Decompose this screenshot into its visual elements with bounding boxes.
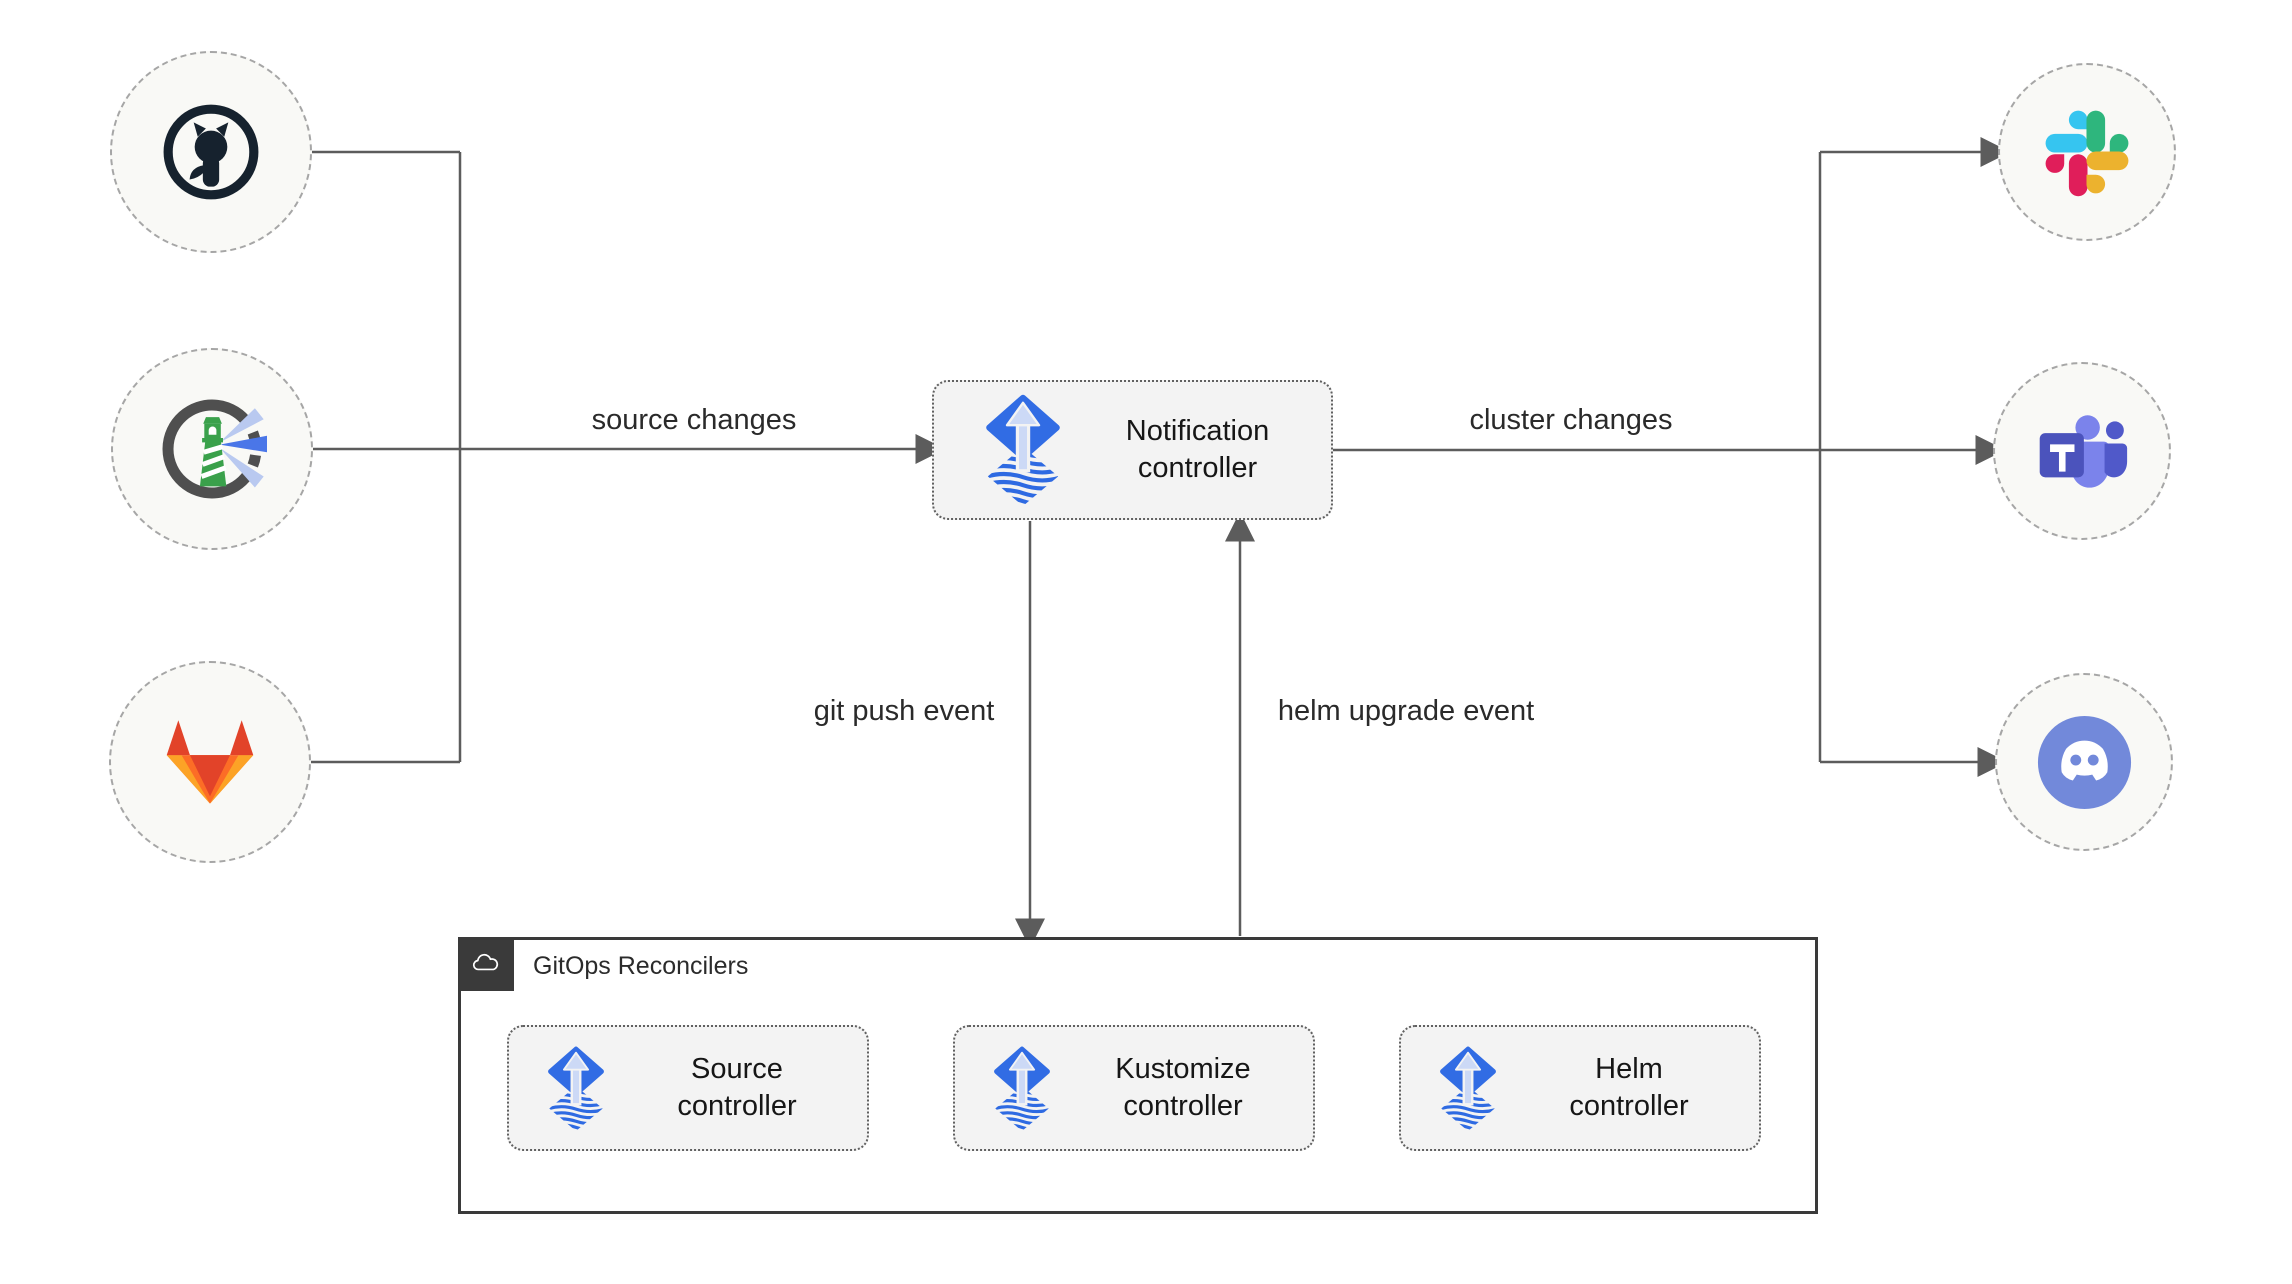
kustomize-controller-label: Kustomize controller (1115, 1053, 1251, 1122)
group-badge (458, 937, 514, 991)
helm-controller-label: Helm controller (1569, 1053, 1689, 1122)
edge-label-helm-upgrade-event: helm upgrade event (1277, 695, 1535, 727)
notification-controller-node: Notification controller (932, 380, 1333, 520)
target-node-slack (1998, 63, 2176, 241)
edge-label-git-push-event: git push event (813, 695, 995, 727)
kustomize-controller-node: Kustomize controller (953, 1025, 1315, 1151)
cloud-icon (467, 947, 505, 981)
flux-icon (1437, 1046, 1499, 1131)
github-icon (160, 101, 262, 203)
source-node-harbor (111, 348, 313, 550)
flux-icon (545, 1046, 607, 1131)
harbor-icon (157, 394, 267, 504)
edge-label-source-changes: source changes (591, 404, 797, 436)
source-controller-node: Source controller (507, 1025, 869, 1151)
source-node-github (110, 51, 312, 253)
gitlab-icon (157, 715, 263, 810)
teams-icon (2035, 404, 2129, 498)
discord-icon (2036, 714, 2133, 811)
source-controller-label: Source controller (677, 1053, 797, 1122)
source-node-gitlab (109, 661, 311, 863)
group-title: GitOps Reconcilers (533, 952, 749, 980)
helm-controller-node: Helm controller (1399, 1025, 1761, 1151)
edge-label-cluster-changes: cluster changes (1469, 404, 1673, 436)
flux-icon (982, 394, 1064, 506)
flux-icon (991, 1046, 1053, 1131)
target-node-discord (1995, 673, 2173, 851)
notification-controller-label: Notification controller (1125, 415, 1270, 484)
target-node-teams (1993, 362, 2171, 540)
slack-icon (2042, 107, 2132, 197)
